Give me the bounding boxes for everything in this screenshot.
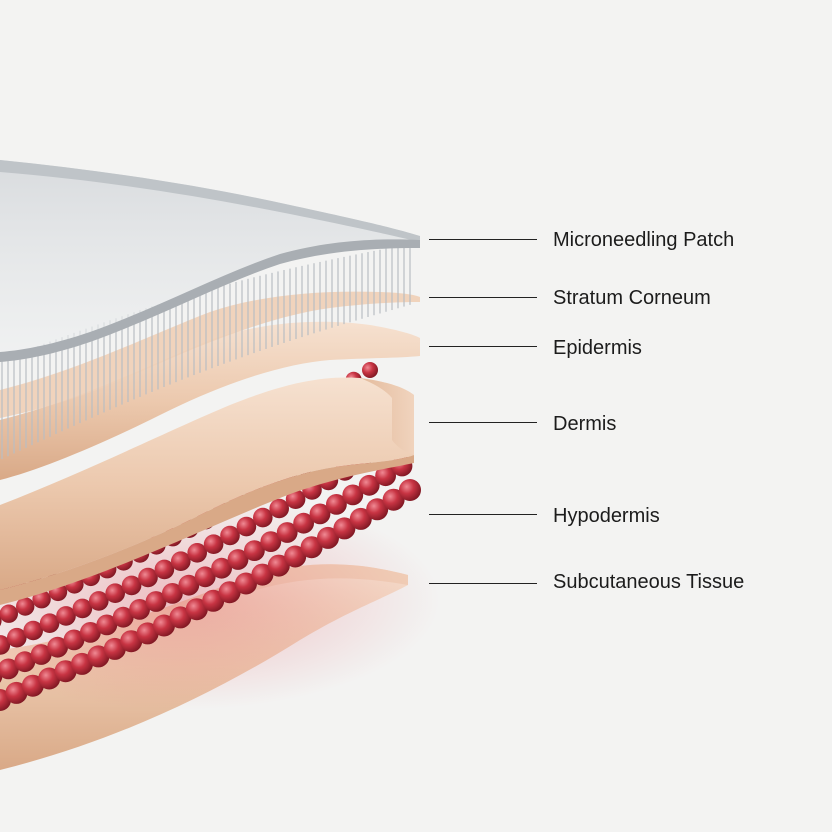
fat-cell [89, 591, 109, 611]
fat-cell [293, 512, 314, 534]
fat-cell [63, 629, 85, 651]
label-microneedling-patch: Microneedling Patch [553, 229, 735, 251]
fat-cell [276, 522, 298, 543]
fat-cell [260, 531, 282, 552]
fat-cell [382, 488, 405, 511]
fat-cell [185, 598, 208, 621]
fat-cell [103, 637, 126, 660]
fat-cell [342, 484, 364, 506]
fat-cell [366, 498, 389, 521]
fat-cell [187, 543, 207, 563]
fat-cell [14, 651, 36, 673]
leader-line-epidermis [429, 346, 537, 347]
fat-cell [309, 503, 331, 525]
leader-line-subcutaneous-tissue [429, 583, 537, 584]
fat-cell [211, 557, 233, 579]
fat-cell [399, 479, 421, 501]
leader-line-dermis [429, 422, 537, 423]
fat-cell [121, 575, 142, 596]
fat-cell [194, 566, 216, 588]
fat-cell [252, 507, 273, 528]
fat-cell [269, 498, 290, 519]
fat-cell [267, 554, 290, 577]
label-subcutaneous-tissue: Subcutaneous Tissue [553, 571, 745, 593]
fat-cell [72, 598, 93, 619]
fat-cell [87, 645, 110, 668]
fat-cell [138, 567, 158, 588]
fat-cell [6, 627, 27, 648]
fat-cell [202, 589, 225, 612]
fat-cell [5, 681, 28, 704]
fat-cell [154, 559, 175, 580]
stratum-corneum-layer [0, 291, 420, 418]
fat-cell [21, 674, 44, 697]
fat-cell [169, 606, 192, 629]
fat-cell [375, 465, 396, 487]
fat-cell [218, 581, 241, 604]
microneedling-patch-layer [0, 160, 420, 362]
fat-cell [38, 667, 61, 690]
fat-cell [285, 489, 306, 510]
fat-cell [300, 536, 323, 559]
label-dermis: Dermis [553, 413, 617, 435]
fat-cell [362, 362, 378, 378]
dermis-layer [0, 377, 414, 605]
label-hypodermis: Hypodermis [553, 505, 660, 527]
fat-cell [120, 630, 143, 653]
fat-cell [236, 516, 257, 537]
fat-cell [220, 525, 240, 546]
fat-cell [129, 599, 151, 620]
fat-cell [0, 604, 18, 623]
fat-cell [54, 660, 77, 683]
fat-cell [349, 507, 372, 530]
fat-cell [333, 517, 356, 540]
label-stratum-corneum: Stratum Corneum [553, 287, 711, 309]
fat-cell [105, 583, 125, 603]
fat-cell [227, 549, 249, 570]
fat-cell [171, 551, 191, 571]
fat-cell [145, 591, 167, 612]
fat-cell [136, 622, 159, 645]
fat-cell [153, 614, 175, 637]
fat-cell [162, 583, 183, 604]
fat-cell [80, 622, 101, 643]
fat-cell [30, 644, 52, 665]
fat-cell [244, 540, 265, 561]
fat-cell [284, 545, 307, 568]
fat-cell [251, 563, 274, 586]
epidermis-layer [0, 321, 420, 480]
fat-cell [235, 572, 257, 595]
fat-cell [326, 494, 347, 515]
leader-line-hypodermis [429, 514, 537, 515]
label-epidermis: Epidermis [553, 337, 642, 359]
fat-cell [96, 614, 118, 636]
fat-cell [317, 526, 339, 549]
fat-cell [39, 613, 60, 633]
fat-cell [178, 574, 200, 596]
fat-cell [56, 606, 76, 626]
leader-line-microneedling-patch [429, 239, 537, 240]
fat-cell [112, 606, 134, 628]
fat-cell [16, 597, 35, 616]
fat-cell [358, 474, 380, 496]
fat-cell [0, 658, 19, 680]
fat-cell [47, 636, 68, 658]
fat-cell [203, 534, 224, 554]
leader-line-stratum-corneum [429, 297, 537, 298]
fat-cell [23, 620, 43, 641]
fat-cell [71, 652, 93, 675]
microneedles [1, 243, 411, 460]
